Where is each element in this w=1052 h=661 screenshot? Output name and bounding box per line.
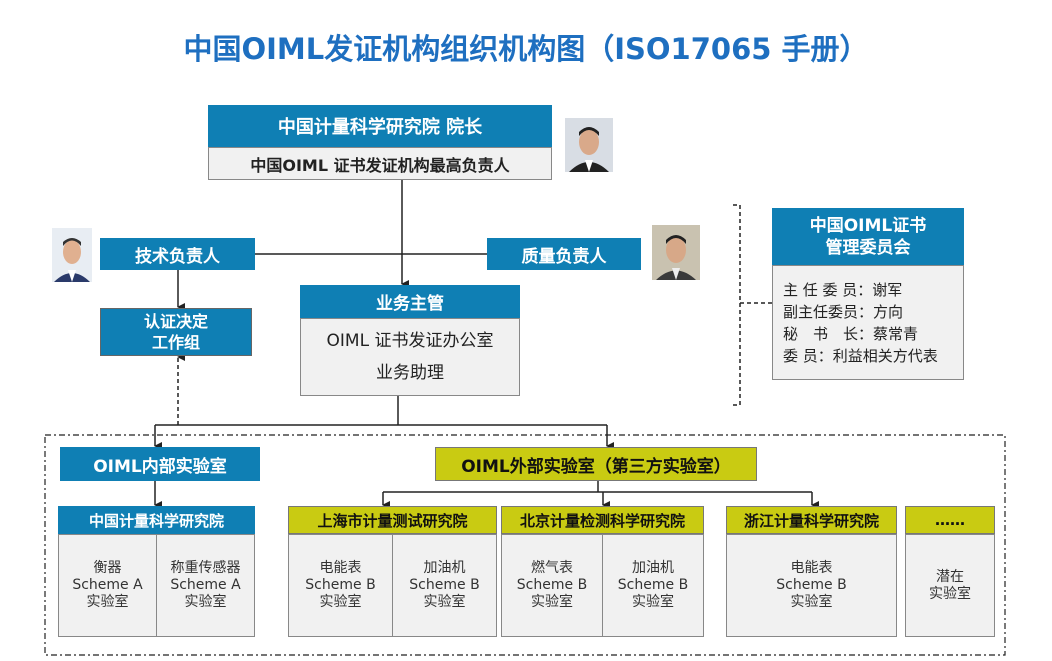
page-title: 中国OIML发证机构组织机构图（ISO17065 手册） <box>183 32 869 66</box>
lab-cell-line: 电能表 <box>319 560 362 576</box>
committee-member: 秘 书 长：蔡常青 <box>783 324 919 343</box>
lab-cell-line: 实验室 <box>790 594 833 610</box>
decision-group-line1: 认证决定 <box>143 312 208 331</box>
committee-title-2: 管理委员会 <box>825 237 911 258</box>
internal-lab-box: OIML内部实验室 <box>60 447 260 481</box>
lab-cell-line: 实验室 <box>531 594 573 610</box>
quality-lead-photo <box>652 225 700 280</box>
tech-lead-box: 技术负责人 <box>100 238 255 270</box>
lab-cell-line: 电能表 <box>790 560 833 576</box>
lab-cell: 潜在实验室 <box>906 535 994 636</box>
business-manager-header: 业务主管 <box>300 285 520 318</box>
decision-group-line2: 工作组 <box>151 333 200 352</box>
director-photo <box>565 118 613 172</box>
lab-cell-line: Scheme B <box>776 577 847 593</box>
lab-cell-line: 加油机 <box>423 560 466 576</box>
decision-group-box: 认证决定 工作组 <box>100 308 252 356</box>
lab-cell-line: Scheme B <box>516 577 588 593</box>
lab-cell-line: 潜在 <box>936 568 964 585</box>
lab-shanghai-header: 上海市计量测试研究院 <box>288 506 497 534</box>
tech-lead-photo <box>52 228 92 282</box>
lab-zhejiang-header: 浙江计量科学研究院 <box>726 506 897 534</box>
lab-beijing-header: 北京计量检测科学研究院 <box>501 506 704 534</box>
lab-cell-line: 实验室 <box>632 594 674 610</box>
committee-member: 委 员：利益相关方代表 <box>783 346 938 365</box>
lab-cell-line: Scheme B <box>617 577 689 593</box>
external-lab-box: OIML外部实验室（第三方实验室） <box>435 447 757 481</box>
lab-cell-line: Scheme B <box>409 577 480 593</box>
lab-nim-header: 中国计量科学研究院 <box>58 506 255 534</box>
lab-cell-line: 称重传感器 <box>170 560 241 576</box>
lab-cell-line: 衡器 <box>93 560 122 576</box>
lab-cell-line: 实验室 <box>929 585 971 602</box>
lab-cell-line: Scheme B <box>305 577 376 593</box>
lab-cell-line: 燃气表 <box>531 560 573 576</box>
business-manager-body: OIML 证书发证办公室 业务助理 <box>300 318 520 396</box>
lab-cell-line: 实验室 <box>184 594 227 610</box>
lab-cell-line: 实验室 <box>86 594 129 610</box>
lab-potential-header: …… <box>905 506 995 534</box>
committee-members: 主 任 委 员：谢军 副主任委员：方向 秘 书 长：蔡常青 委 员：利益相关方代… <box>772 265 964 380</box>
lab-cell-line: Scheme A <box>170 577 241 593</box>
committee-title-1: 中国OIML证书 <box>809 215 927 236</box>
director-role: 中国OIML 证书发证机构最高负责人 <box>208 147 552 180</box>
lab-potential-body: 潜在实验室 <box>905 534 995 637</box>
lab-cell-line: 实验室 <box>423 594 466 610</box>
office-label: OIML 证书发证办公室 <box>326 331 494 351</box>
lab-cell-line: 实验室 <box>319 594 362 610</box>
quality-lead-box: 质量负责人 <box>487 238 641 270</box>
lab-cell-line: Scheme A <box>72 577 143 593</box>
committee-member: 主 任 委 员：谢军 <box>783 280 903 299</box>
assistant-label: 业务助理 <box>376 363 444 383</box>
committee-member: 副主任委员：方向 <box>783 302 904 321</box>
committee-header: 中国OIML证书 管理委员会 <box>772 208 964 265</box>
lab-cell-line: 加油机 <box>632 560 674 576</box>
director-box: 中国计量科学研究院 院长 <box>208 105 552 147</box>
